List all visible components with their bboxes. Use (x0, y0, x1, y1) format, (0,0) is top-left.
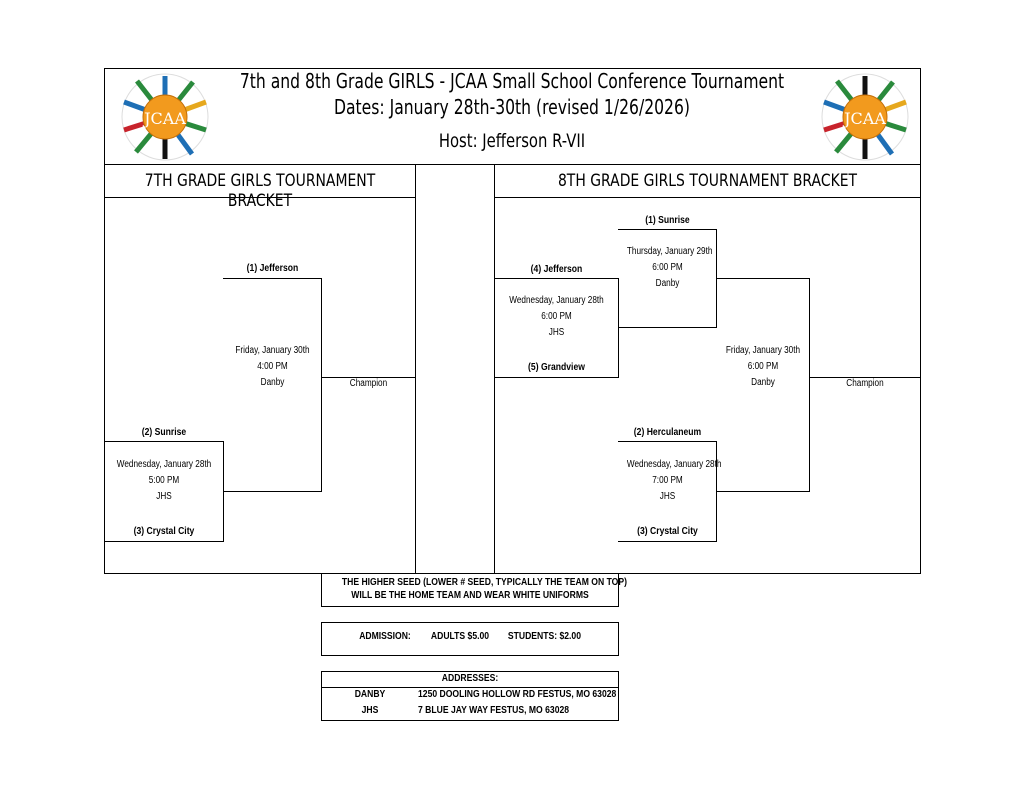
admission-students: STUDENTS: $2.00 (507, 631, 582, 642)
line-final8-vert (809, 278, 810, 492)
line-g1-bottom (104, 541, 224, 542)
b8-final-time: 6:00 PM (747, 361, 779, 372)
b8-team-2: (2) Herculaneum (633, 427, 702, 438)
b7-team-2: (2) Sunrise (141, 427, 187, 438)
line-semi1-top (618, 229, 717, 230)
b8-g45-day: Wednesday, January 28th (509, 295, 604, 306)
b8-team-1: (1) Sunrise (645, 215, 690, 226)
line-g45-bottom (494, 377, 619, 378)
b7-g1-time: 5:00 PM (148, 475, 180, 486)
b8-g45-time: 6:00 PM (541, 311, 572, 322)
b8-semi1-loc: Danby (655, 278, 680, 289)
line-final-vert (321, 278, 322, 492)
b7-final-loc: Danby (260, 377, 285, 388)
home-team-note-line2: WILL BE THE HOME TEAM AND WEAR WHITE UNI… (351, 590, 589, 601)
line-g23-top (618, 441, 717, 442)
b7-g1-loc: JHS (156, 491, 172, 502)
b8-champion: Champion (846, 378, 884, 389)
line-final8-bottom (716, 491, 810, 492)
svg-text:JCAA: JCAA (842, 109, 886, 128)
bracket8-heading: 8TH GRADE GIRLS TOURNAMENT BRACKET (557, 171, 858, 191)
header-title-line2: Dates: January 28th-30th (revised 1/26/2… (333, 95, 690, 119)
jcaa-logo-right: JCAA (820, 72, 910, 162)
line-g45-top (494, 278, 619, 279)
b8-g23-time: 7:00 PM (652, 475, 683, 486)
addresses-title: ADDRESSES: (441, 673, 499, 684)
line-g45-vert (618, 278, 619, 378)
b7-team-1: (1) Jefferson (246, 263, 299, 274)
admission-label: ADMISSION: (359, 631, 411, 642)
admission-adults: ADULTS $5.00 (430, 631, 490, 642)
line-g23-bottom (618, 541, 717, 542)
line-champion-8 (809, 377, 921, 378)
bracket7-heading: 7TH GRADE GIRLS TOURNAMENT BRACKET (144, 171, 376, 211)
addresses-rule (321, 687, 619, 688)
b8-team-3: (3) Crystal City (637, 526, 698, 537)
bracket8-box (494, 164, 921, 574)
jcaa-logo-left: JCAA (120, 72, 210, 162)
b8-g23-day: Wednesday, January 28th (626, 459, 722, 470)
address-1-name: DANBY (354, 689, 386, 700)
line-final8-top (716, 278, 810, 279)
bracket7-heading-rule (104, 197, 416, 198)
line-final-bottom (223, 491, 322, 492)
b8-final-loc: Danby (751, 377, 775, 388)
home-team-note-line1: THE HIGHER SEED (LOWER # SEED, TYPICALLY… (341, 577, 627, 588)
address-1-value: 1250 DOOLING HOLLOW RD FESTUS, MO 63028 (418, 689, 617, 700)
b7-final-time: 4:00 PM (257, 361, 288, 372)
bracket8-heading-rule (494, 197, 921, 198)
line-final-top (223, 278, 322, 279)
b8-g45-loc: JHS (548, 327, 565, 338)
home-team-note-box (321, 573, 619, 607)
line-champion-7 (321, 377, 416, 378)
b8-team-5: (5) Grandview (528, 362, 585, 373)
b8-final-day: Friday, January 30th (725, 345, 801, 356)
bracket7-box (104, 164, 416, 574)
b7-final-day: Friday, January 30th (235, 345, 310, 356)
b8-semi1-day: Thursday, January 29th (626, 246, 713, 257)
header-title-line1: 7th and 8th Grade GIRLS - JCAA Small Sch… (239, 69, 785, 93)
address-2-name: JHS (361, 705, 379, 716)
line-g1-top (104, 441, 224, 442)
b8-team-4: (4) Jefferson (530, 264, 583, 275)
svg-text:JCAA: JCAA (142, 109, 186, 128)
b8-g23-loc: JHS (659, 491, 676, 502)
b7-team-3: (3) Crystal City (133, 526, 195, 537)
addresses-box (321, 671, 619, 721)
address-2-value: 7 BLUE JAY WAY FESTUS, MO 63028 (418, 705, 570, 716)
b8-semi1-time: 6:00 PM (652, 262, 683, 273)
line-semi1-bottom (618, 327, 717, 328)
header-title-line3: Host: Jefferson R-VII (438, 130, 586, 152)
b7-g1-day: Wednesday, January 28th (116, 459, 212, 470)
b7-champion: Champion (349, 378, 388, 389)
admission-box (321, 622, 619, 656)
